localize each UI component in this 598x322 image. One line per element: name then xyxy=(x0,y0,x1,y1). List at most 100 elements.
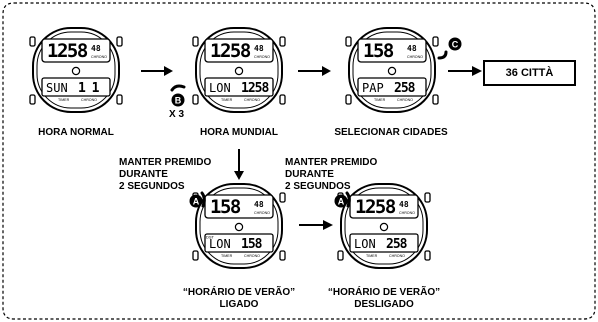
press-arc xyxy=(345,191,351,208)
center-light-button xyxy=(379,222,389,232)
timer-label: TIMER xyxy=(58,98,70,102)
watch-lug xyxy=(29,36,36,47)
button-badge-letter: B xyxy=(175,95,182,105)
button-a-badge-left: A xyxy=(189,191,206,208)
city-time-digits: 258 xyxy=(394,81,416,96)
button-badge-circle xyxy=(334,194,348,208)
button-badge-circle xyxy=(448,37,462,51)
city-time-digits: 1258 xyxy=(241,81,269,96)
city-time-digits: 1 1 xyxy=(78,81,100,96)
city-code-digits: LON xyxy=(354,237,376,251)
city-time-digits: 258 xyxy=(386,237,408,252)
top-time-digits: 158 xyxy=(363,40,394,62)
arrow-watch4-to-watch5 xyxy=(299,220,333,230)
watch-lug xyxy=(116,94,123,105)
button-a-badge-right: A xyxy=(334,191,351,208)
bottom-display xyxy=(41,77,111,97)
top-seconds-digits: 48 xyxy=(91,44,101,53)
top-display-label: CHRONO xyxy=(91,55,107,59)
center-light-button xyxy=(387,66,397,76)
caption-hora-mundial: HORA MUNDIAL xyxy=(200,127,278,138)
chrono-label: CHRONO xyxy=(81,98,97,102)
button-badge-letter: A xyxy=(193,196,200,206)
center-light-button xyxy=(234,222,244,232)
button-b-badge: B xyxy=(170,84,186,107)
hold-note-left-line2: DURANTE xyxy=(119,169,168,180)
top-seconds-digits: 48 xyxy=(399,200,409,209)
top-display xyxy=(204,194,274,219)
chrono-label: CHRONO xyxy=(389,254,405,258)
chrono-label: CHRONO xyxy=(244,254,260,258)
timer-label: TIMER xyxy=(374,98,386,102)
watch-lug xyxy=(424,192,431,203)
top-display-label: CHRONO xyxy=(254,55,270,59)
watch-lug xyxy=(192,94,199,105)
button-badge-letter: A xyxy=(338,196,345,206)
watch-lug xyxy=(432,94,439,105)
watch-lug xyxy=(345,94,352,105)
watch-lug xyxy=(279,192,286,203)
city-code-digits: LON xyxy=(209,237,231,251)
cities-box: 36 CITTÀ xyxy=(483,60,576,86)
center-light-button xyxy=(71,66,81,76)
top-display-label: CHRONO xyxy=(407,55,423,59)
arrow-watch2-down-to-watch4 xyxy=(234,149,244,180)
center-light-button xyxy=(234,66,244,76)
watch-bezel xyxy=(344,187,424,265)
top-seconds-digits: 48 xyxy=(254,200,264,209)
bottom-display xyxy=(204,77,274,97)
press-count-label: X 3 xyxy=(169,109,185,120)
top-display xyxy=(357,38,427,63)
button-badge-circle xyxy=(189,194,203,208)
press-arc xyxy=(170,84,186,92)
arrow-watch3-to-cities-box xyxy=(448,66,482,76)
top-time-digits: 158 xyxy=(210,196,241,218)
watch-lug xyxy=(345,36,352,47)
timer-label: TIMER xyxy=(221,98,233,102)
watch-bezel xyxy=(199,187,279,265)
city-code-digits: PAP xyxy=(362,81,384,95)
watch-lug xyxy=(279,250,286,261)
button-c-badge: C xyxy=(437,37,462,60)
city-code-digits: LON xyxy=(209,81,231,95)
button-badge-letter: C xyxy=(452,39,459,49)
top-display xyxy=(349,194,419,219)
top-display xyxy=(41,38,111,63)
caption-dst-off-line1: “HORÁRIO DE VERÃO” xyxy=(327,287,441,298)
watch-lug xyxy=(424,250,431,261)
bottom-display xyxy=(349,233,419,253)
caption-dst-on-line1: “HORÁRIO DE VERÃO” xyxy=(182,287,296,298)
top-seconds-digits: 48 xyxy=(254,44,264,53)
caption-dst-off-line2: DESLIGADO xyxy=(354,299,414,310)
watch-lug xyxy=(432,36,439,47)
caption-dst-on-line2: LIGADO xyxy=(219,299,259,310)
arrow-watch1-to-watch2 xyxy=(141,66,173,76)
top-time-digits: 1258 xyxy=(47,40,88,62)
timer-label: TIMER xyxy=(221,254,233,258)
watch-lug xyxy=(279,94,286,105)
bottom-display xyxy=(204,233,274,253)
caption-selecionar-cidades: SELECIONAR CIDADES xyxy=(334,127,448,138)
watch-lug xyxy=(29,94,36,105)
watch-lug xyxy=(279,36,286,47)
top-time-digits: 1258 xyxy=(355,196,396,218)
arrow-watch2-to-watch3 xyxy=(298,66,331,76)
watch-lug xyxy=(192,36,199,47)
watch-lug xyxy=(337,250,344,261)
chrono-label: CHRONO xyxy=(397,98,413,102)
chrono-label: CHRONO xyxy=(244,98,260,102)
caption-hora-normal: HORA NORMAL xyxy=(38,127,114,138)
watch-lug xyxy=(116,36,123,47)
top-display-label: CHRONO xyxy=(399,211,415,215)
city-time-digits: 158 xyxy=(241,237,263,252)
bottom-display xyxy=(357,77,427,97)
watch-bezel xyxy=(352,31,432,109)
button-badge-circle xyxy=(171,93,185,107)
watch-bezel xyxy=(36,31,116,109)
